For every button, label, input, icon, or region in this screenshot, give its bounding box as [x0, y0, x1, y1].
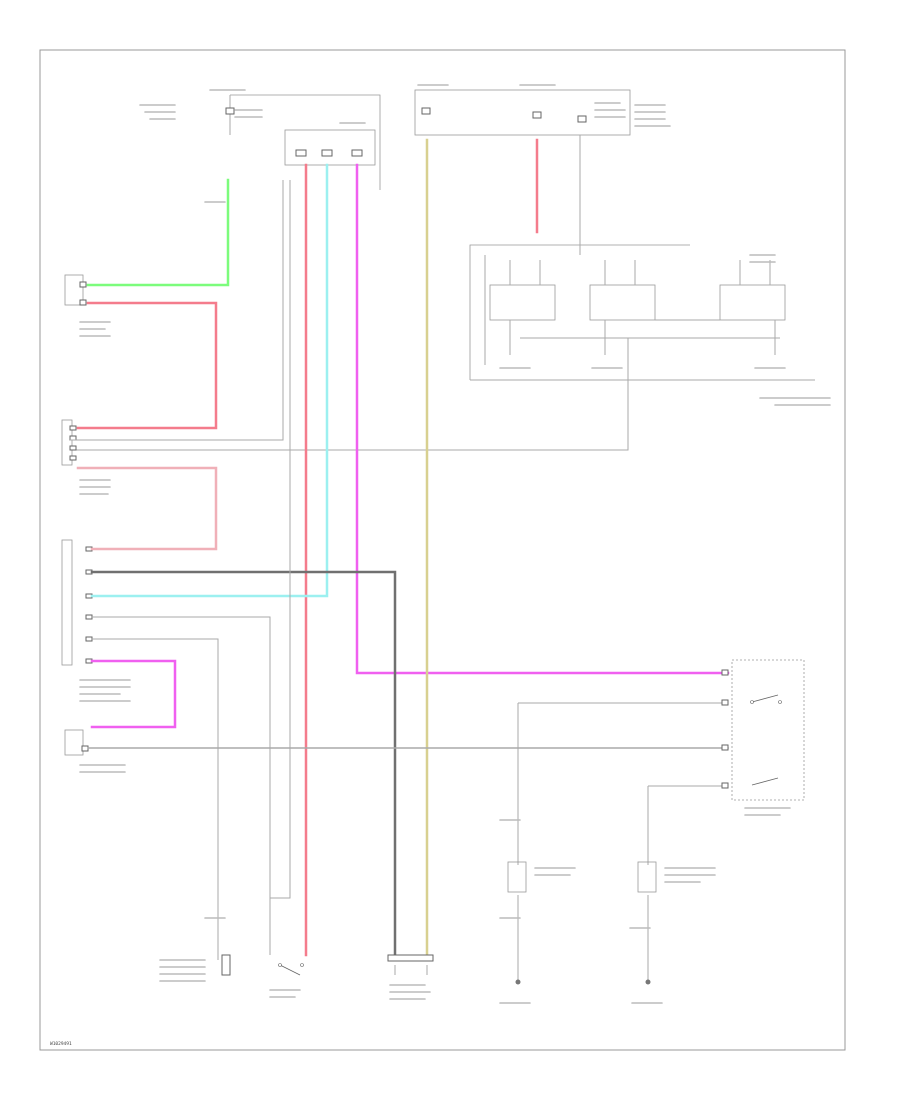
wire-gray-thin-3 — [92, 616, 271, 898]
label-placeholders — [79, 84, 831, 1004]
switch-block-right — [721, 659, 805, 801]
connector-lower-left — [61, 539, 93, 666]
wire-green — [86, 178, 230, 287]
fuse-block-left — [225, 94, 381, 190]
fuse-block-right — [414, 89, 631, 136]
ground-icon — [515, 979, 651, 985]
wire-gray-thin-2 — [269, 180, 291, 955]
switch-icon — [750, 694, 782, 704]
wire-gray-thin-1 — [70, 180, 284, 441]
wire-magenta-loop — [90, 659, 177, 729]
wire-pink-mid — [76, 466, 218, 551]
connector-bottom-left — [64, 729, 89, 756]
headlight-ecu-block — [70, 230, 815, 451]
wire-red-upper — [76, 301, 218, 430]
wire-cyan — [90, 163, 329, 598]
footer-code: W1029491 — [50, 1041, 72, 1047]
fuse-icon — [507, 861, 657, 893]
diagram-frame — [39, 49, 846, 1051]
lower-switches — [221, 954, 434, 976]
wire-gray-thin-4 — [92, 638, 219, 960]
wire-gray — [90, 570, 397, 957]
wires — [70, 135, 730, 980]
connector-mid-left — [61, 419, 77, 466]
connector-upper-left — [64, 274, 87, 306]
wire-magenta — [355, 163, 730, 675]
